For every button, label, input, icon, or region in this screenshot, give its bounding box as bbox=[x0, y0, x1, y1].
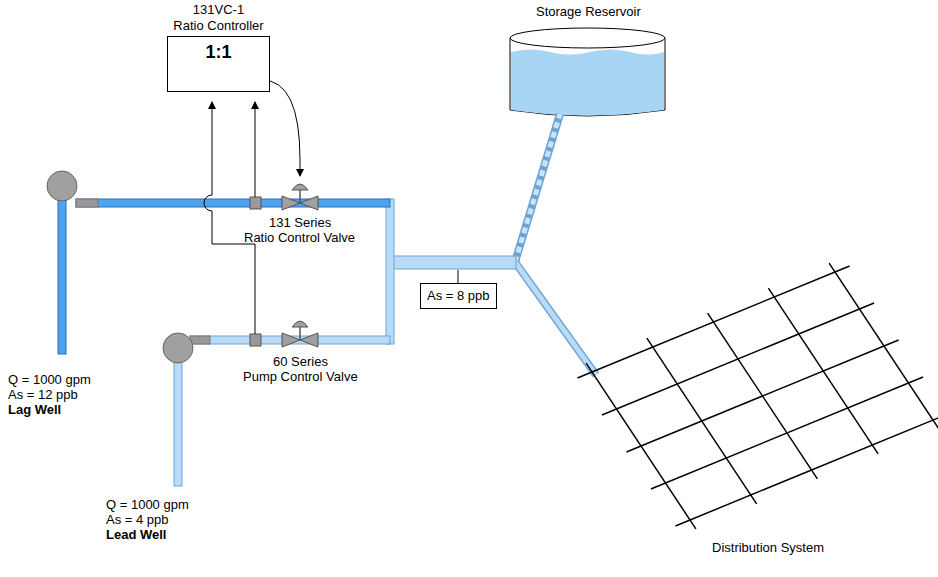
valve-actuator bbox=[292, 321, 308, 327]
pump-control-valve bbox=[282, 321, 318, 347]
valve-label: Ratio Control Valve bbox=[244, 230, 355, 245]
well-arsenic: As = 4 ppb bbox=[106, 512, 169, 527]
reservoir-water bbox=[511, 50, 664, 116]
grid-main bbox=[829, 263, 938, 429]
well-flow: Q = 1000 gpm bbox=[106, 497, 189, 512]
storage-reservoir bbox=[510, 28, 665, 116]
well-name: Lag Well bbox=[8, 402, 61, 417]
valve-actuator bbox=[292, 184, 308, 190]
distribution-grid bbox=[577, 263, 938, 529]
lag-well-pipe bbox=[76, 199, 390, 207]
distribution-pipe bbox=[515, 262, 596, 375]
controller-heading: Ratio Controller bbox=[165, 18, 272, 34]
lag-well-casing bbox=[58, 196, 66, 354]
sample-leader bbox=[458, 270, 459, 283]
reservoir-pipe bbox=[515, 114, 560, 262]
lag-pump-outlet bbox=[76, 199, 98, 207]
grid-main bbox=[675, 414, 938, 526]
outlet-pipe bbox=[390, 256, 516, 269]
lead-well-pump bbox=[163, 333, 193, 363]
valve-label: 60 Series bbox=[273, 354, 328, 369]
lead-flow-signal bbox=[204, 102, 255, 334]
distribution-pipe-outline bbox=[515, 262, 596, 375]
arsenic-reading: As = 8 ppb bbox=[427, 288, 490, 304]
lead-well-casing bbox=[174, 360, 182, 486]
controller-heading: 131VC-1 bbox=[165, 2, 272, 18]
reservoir-top bbox=[510, 28, 665, 48]
reservoir-label: Storage Reservoir bbox=[536, 4, 641, 19]
well-name: Lead Well bbox=[106, 527, 166, 542]
valve-label: 131 Series bbox=[269, 215, 331, 230]
distribution-label: Distribution System bbox=[712, 540, 824, 555]
valve-label: Pump Control Valve bbox=[243, 369, 358, 384]
ratio-control-valve bbox=[282, 184, 318, 210]
reservoir-pipe-outline bbox=[515, 114, 560, 262]
lag-well-pump bbox=[47, 171, 77, 201]
well-arsenic: As = 12 ppb bbox=[8, 387, 78, 402]
sample-box: As = 8 ppb bbox=[420, 283, 497, 309]
lead-flow-sensor bbox=[250, 334, 261, 346]
valve-stem bbox=[299, 190, 301, 203]
collector-pipe bbox=[386, 199, 394, 344]
ratio-controller: 131VC-1Ratio Controller 1:1 bbox=[165, 2, 272, 92]
lag-flow-sensor bbox=[250, 197, 261, 209]
reservoir-body bbox=[510, 38, 665, 116]
lead-pump-outlet bbox=[190, 336, 210, 344]
valve-stem bbox=[299, 327, 301, 340]
valve-control-signal bbox=[247, 80, 300, 176]
lag-flow-signal bbox=[255, 102, 256, 197]
grid-main bbox=[651, 377, 923, 489]
ratio-value: 1:1 bbox=[168, 37, 269, 63]
well-flow: Q = 1000 gpm bbox=[8, 372, 91, 387]
controller-box: 1:1 bbox=[167, 36, 270, 92]
